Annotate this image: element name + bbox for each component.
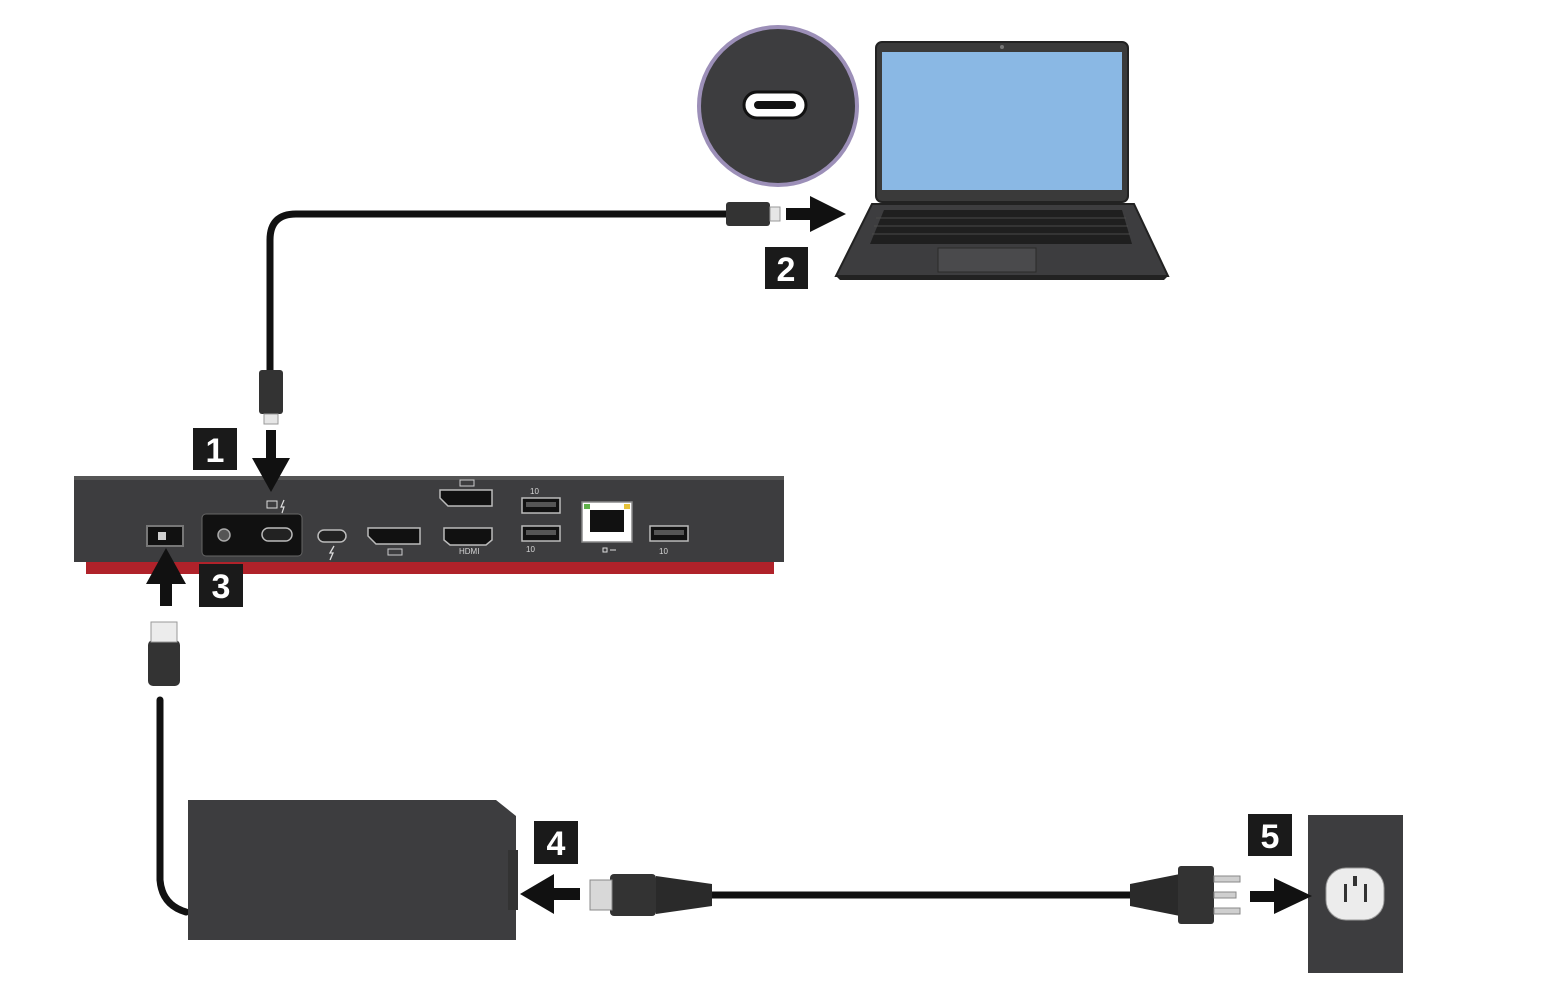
usb-c-thunderbolt-port — [317, 529, 347, 543]
usb-speed-label-2: 10 — [526, 545, 535, 554]
step-number-1: 1 — [206, 432, 225, 470]
power-port-pin — [158, 532, 166, 540]
docking-station: HDMI 10 10 10 — [74, 476, 784, 574]
usb-c-plug-tip — [769, 206, 781, 222]
step-number-4: 4 — [547, 825, 566, 863]
dp-lower-icon — [387, 548, 403, 556]
laptop-front-edge — [836, 276, 1168, 280]
power-button-icon — [217, 528, 231, 542]
displayport-upper — [439, 489, 493, 507]
outlet-face — [1325, 867, 1385, 921]
usb-c-port-callout — [697, 25, 859, 187]
keyboard-keys — [872, 217, 1130, 235]
arrow-icon — [786, 196, 846, 232]
dp-upper-icon — [459, 479, 475, 487]
ethernet-socket — [590, 510, 624, 532]
usb-c-host-port — [261, 527, 293, 542]
laptop-screen — [882, 52, 1122, 190]
adapter-side — [508, 850, 518, 910]
displayport-lower — [367, 527, 421, 545]
usb-speed-label-3: 10 — [659, 547, 668, 556]
plug-prong — [1213, 875, 1241, 883]
outlet-slot-ground — [1353, 876, 1357, 886]
ac-cord-connector-strain — [656, 876, 712, 914]
dock-body — [74, 476, 784, 562]
arrow-icon — [1250, 878, 1312, 914]
laptop-keyboard — [870, 210, 1132, 244]
wall-plug — [1130, 874, 1180, 916]
plug-prong — [1213, 907, 1241, 915]
wall-outlet — [1308, 815, 1403, 973]
usb-speed-label-1: 10 — [530, 487, 539, 496]
laptop-touchpad — [937, 247, 1037, 273]
laptop — [834, 41, 1170, 280]
network-symbol-icon — [602, 547, 616, 553]
ethernet-led-green — [584, 504, 590, 509]
wall-plug-body — [1178, 866, 1214, 924]
outlet-slot-right — [1364, 884, 1367, 902]
step-badge-2: 2 — [765, 247, 808, 289]
power-cable-to-dock — [156, 696, 190, 916]
power-plug-dock-end — [148, 640, 180, 686]
webcam-icon — [1000, 45, 1004, 49]
dock-top-edge — [74, 476, 784, 480]
arrow-icon — [146, 548, 186, 606]
usb-a-tongue — [526, 502, 556, 507]
usb-c-port-slot — [754, 101, 796, 109]
usb-a-tongue — [654, 530, 684, 535]
step-number-2: 2 — [777, 251, 796, 289]
usb-c-plug-tip — [263, 413, 279, 425]
step-badge-5: 5 — [1248, 814, 1292, 856]
step-badge-4: 4 — [534, 821, 578, 864]
usb-c-plug-dock-end — [259, 370, 283, 414]
usb-c-plug-laptop-end — [726, 202, 770, 226]
ac-cord-connector — [610, 874, 656, 916]
step-badge-1: 1 — [193, 428, 237, 470]
arrow-icon — [252, 430, 290, 492]
plug-prong — [1213, 891, 1237, 899]
usb-c-cable-to-laptop — [266, 210, 734, 376]
laptop-thunderbolt-symbol-icon — [266, 499, 285, 514]
hdmi-port — [443, 527, 493, 546]
hdmi-label: HDMI — [459, 547, 479, 556]
step-number-3: 3 — [212, 568, 231, 606]
step-number-5: 5 — [1261, 818, 1280, 856]
step-badge-3: 3 — [199, 564, 243, 607]
ethernet-led-amber — [624, 504, 630, 509]
lightning-bolt-icon — [328, 545, 335, 561]
power-plug-tip — [150, 621, 178, 643]
host-port-panel — [201, 513, 303, 557]
adapter-body — [188, 800, 516, 940]
outlet-slot-left — [1344, 884, 1347, 902]
ac-connector-tip — [589, 879, 613, 911]
arrow-icon — [520, 874, 580, 914]
usb-a-tongue — [526, 530, 556, 535]
power-adapter — [188, 800, 518, 940]
